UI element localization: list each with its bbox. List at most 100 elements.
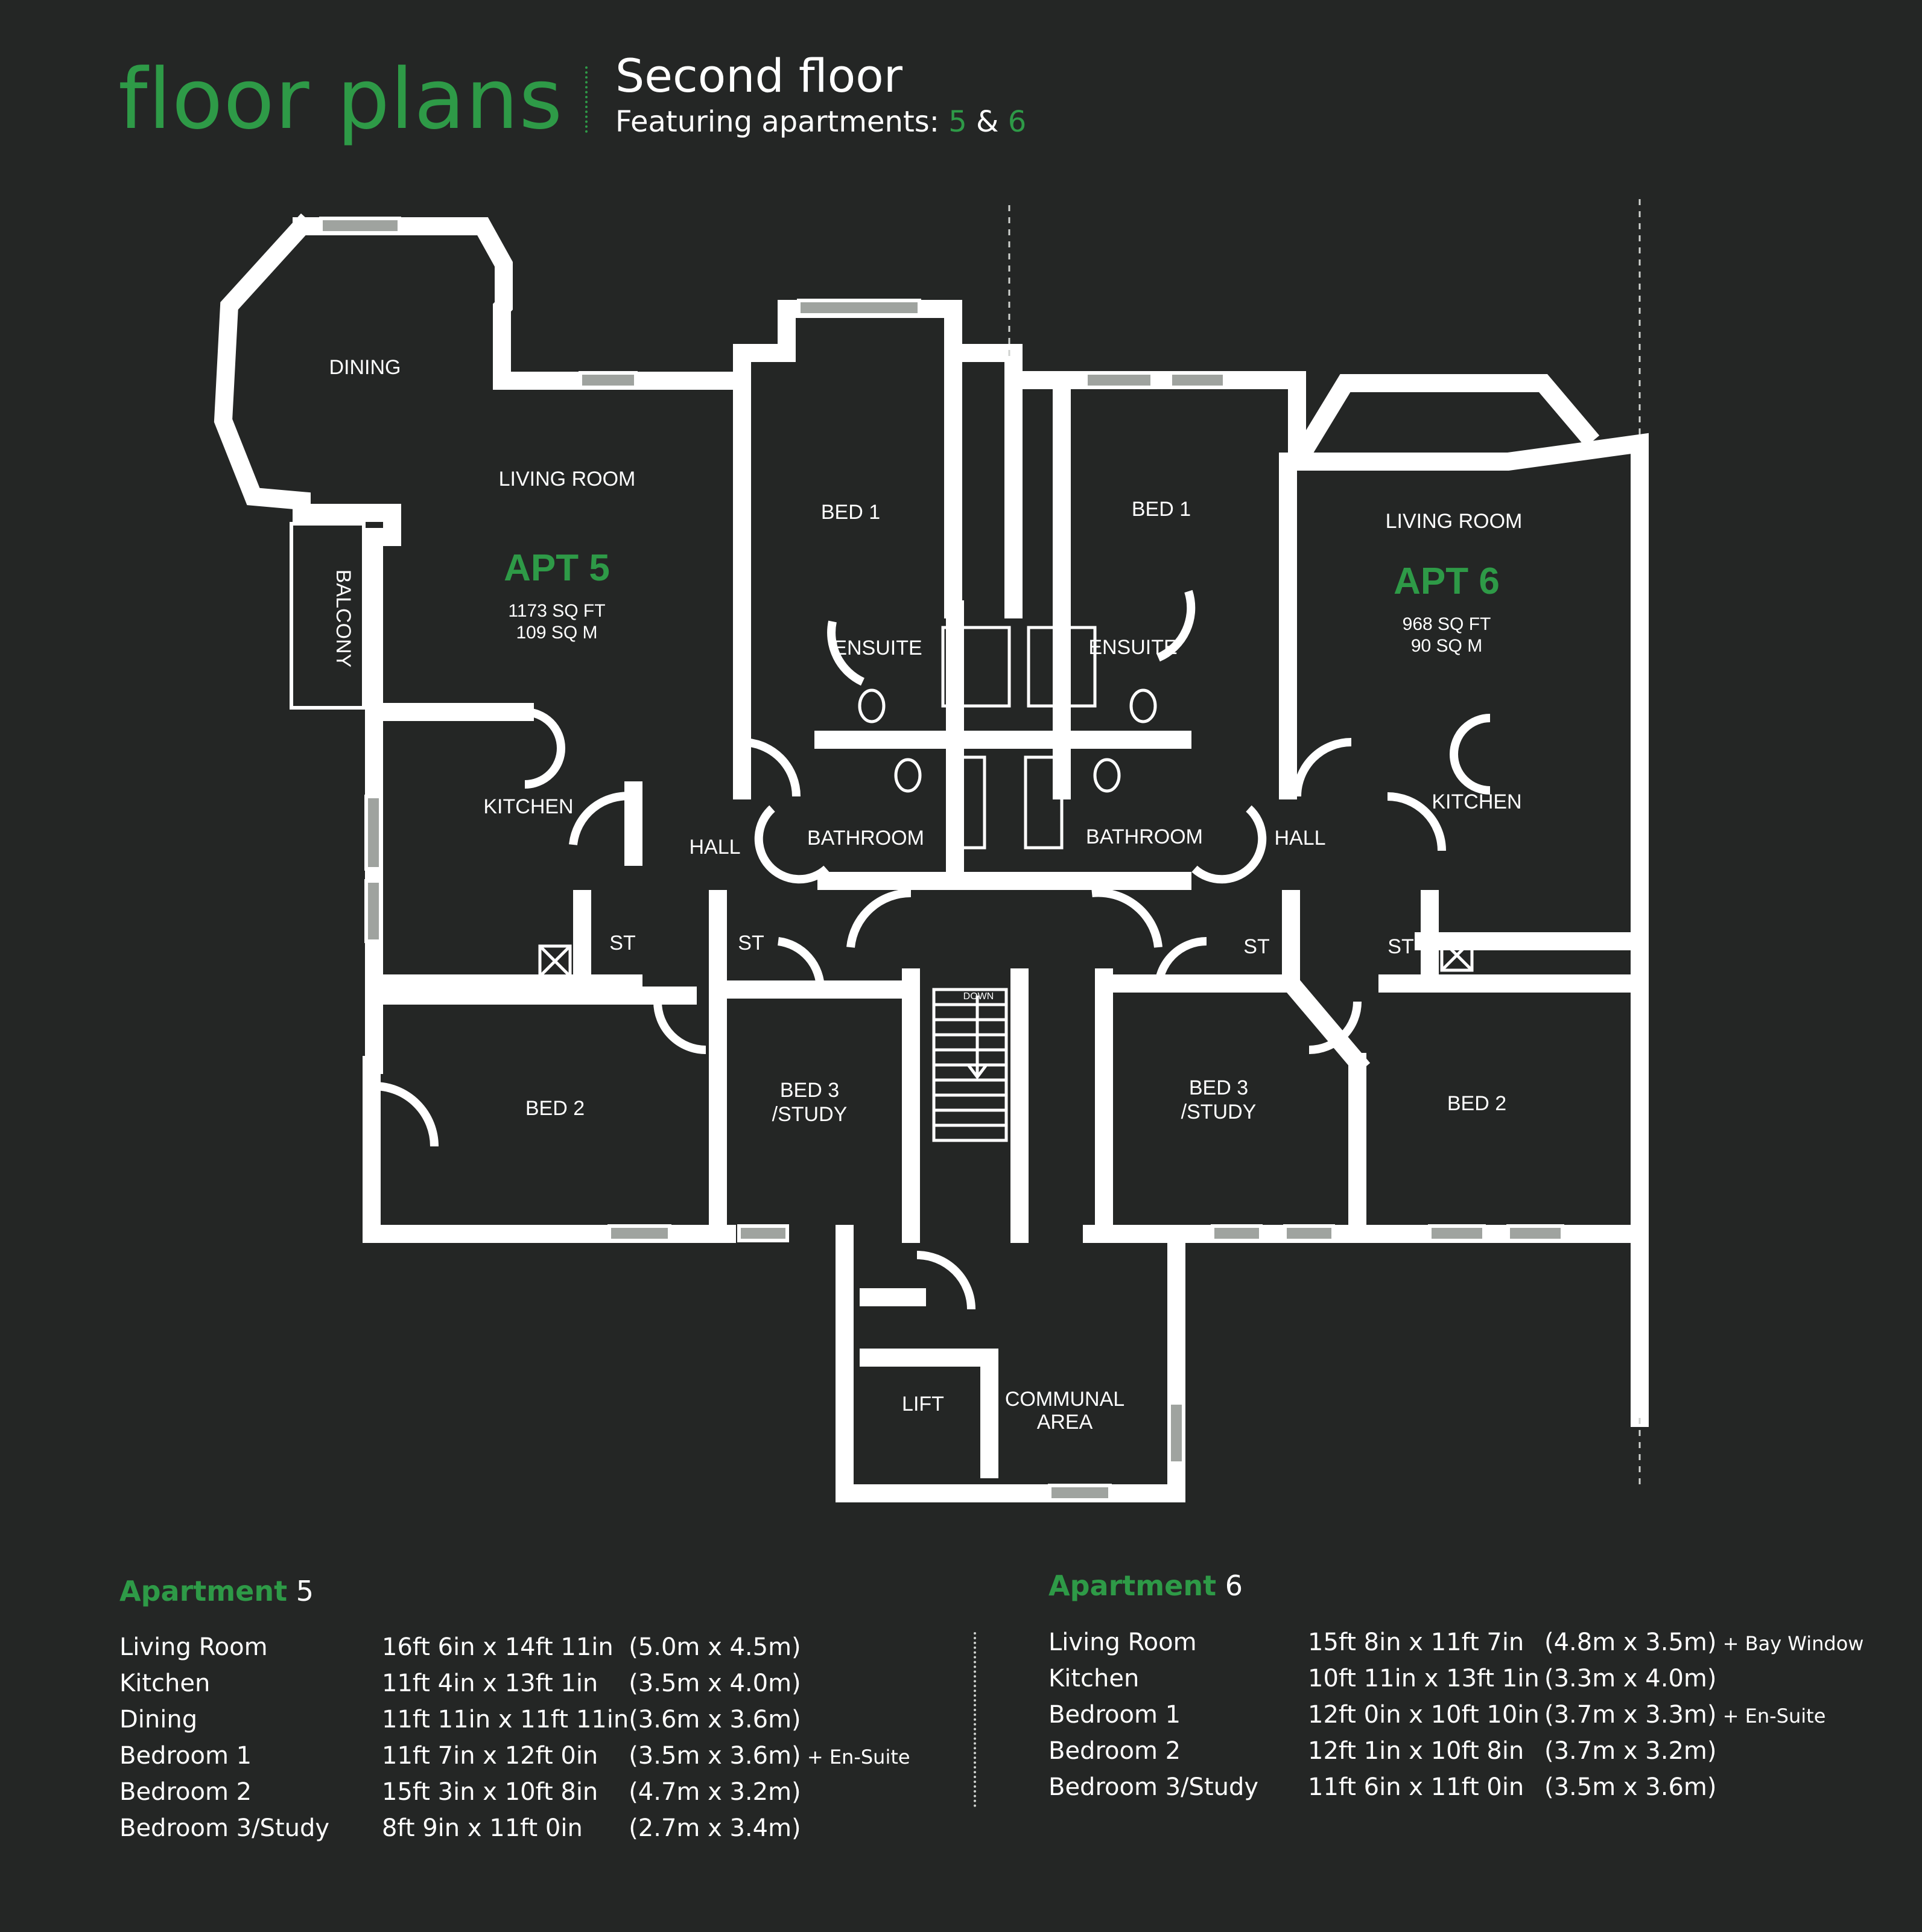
room-label-bed2-apt6: BED 2: [1447, 1092, 1506, 1115]
room-label-balcony: BALCONY: [332, 570, 355, 668]
spec-note: + Bay Window: [1716, 1632, 1864, 1655]
apt6-area-sqft: 968 SQ FT: [1403, 614, 1491, 634]
room-label-kitchen-apt5: KITCHEN: [483, 795, 573, 818]
communal-block-wall: [836, 1225, 1185, 1502]
spec-row: Bedroom 2 12ft 1in x 10ft 8in (3.7m x 3.2m…: [1048, 1733, 1863, 1769]
spec-metric: (3.7m x 3.2m): [1544, 1737, 1717, 1765]
apartment5-spec-table: Living Room 16ft 6in x 14ft 11in (5.0m x 4…: [119, 1629, 910, 1846]
door-swing: [1308, 1001, 1362, 1054]
spec-imperial: 12ft 1in x 10ft 8in: [1308, 1737, 1524, 1765]
room-label-kitchen-apt6: KITCHEN: [1432, 790, 1521, 813]
spec-metric: (3.5m x 4.0m): [629, 1670, 801, 1697]
apt5-area-sqft: 1173 SQ FT: [508, 601, 605, 621]
door-swing: [754, 805, 829, 884]
room-label-bed2-apt5: BED 2: [525, 1097, 585, 1120]
room-label-bed3-apt5-line1: BED 3: [780, 1079, 839, 1102]
spec-room-name: Bedroom 2: [1048, 1737, 1181, 1765]
window: [1084, 371, 1154, 389]
featuring-apt-b: 6: [1007, 105, 1027, 139]
room-labels: DINING LIVING ROOM BALCONY BED 1 ENSUITE…: [329, 356, 1523, 1434]
door-swing: [373, 1082, 439, 1147]
window: [1169, 371, 1226, 389]
door-swing: [1293, 738, 1352, 797]
apartment6-label: Apartment: [1048, 1569, 1217, 1602]
apartment-headings: APT 5 1173 SQ FT 109 SQ M APT 6 968 SQ F…: [504, 547, 1500, 656]
room-label-st-apt6b: ST: [1388, 935, 1413, 958]
window: [1283, 1224, 1335, 1242]
apartment5-label: Apartment: [119, 1575, 288, 1607]
spec-metric: (3.6m x 3.6m): [629, 1706, 801, 1733]
window: [1211, 1224, 1263, 1242]
room-label-living-room-apt5: LIVING ROOM: [499, 468, 636, 491]
window: [1048, 1484, 1112, 1502]
window: [364, 879, 382, 943]
spec-row: Kitchen 11ft 4in x 13ft 1in (3.5m x 4.0m): [119, 1665, 910, 1702]
apt6-area-sqm: 90 SQ M: [1411, 636, 1482, 656]
outer-wall-apt6: [1004, 371, 1649, 1243]
room-label-ensuite-apt6: ENSUITE: [1088, 636, 1177, 659]
room-label-ensuite-apt5: ENSUITE: [833, 637, 922, 659]
door-swing: [1191, 805, 1267, 884]
room-label-bed1-apt5: BED 1: [821, 501, 880, 524]
window: [319, 217, 401, 235]
dining-bay-wall: [214, 213, 401, 546]
window: [1167, 1401, 1185, 1465]
apartment5-title: Apartment 5: [119, 1577, 314, 1605]
room-label-communal-line2: AREA: [1037, 1411, 1093, 1434]
spec-room-name: Bedroom 1: [119, 1742, 252, 1770]
door-swing: [846, 888, 912, 948]
spec-imperial: 11ft 4in x 13ft 1in: [382, 1670, 598, 1697]
spec-imperial: 10ft 11in x 13ft 1in: [1308, 1665, 1540, 1692]
spec-imperial: 12ft 0in x 10ft 10in: [1308, 1701, 1540, 1729]
room-label-living-room-apt6: LIVING ROOM: [1386, 510, 1523, 533]
window: [364, 795, 382, 871]
spec-room-name: Bedroom 2: [119, 1778, 252, 1806]
room-label-bed1-apt6: BED 1: [1132, 498, 1191, 521]
spec-metric: (5.0m x 4.5m): [629, 1633, 801, 1661]
riser-cross: [1441, 939, 1473, 971]
featuring-amp: &: [976, 105, 999, 139]
spec-imperial: 16ft 6in x 14ft 11in: [382, 1633, 614, 1661]
page-title: floor plans: [118, 51, 563, 148]
spec-row: Living Room 16ft 6in x 14ft 11in (5.0m x 4…: [119, 1629, 910, 1665]
plan-walls: [214, 213, 1649, 1502]
window: [1428, 1224, 1486, 1242]
door-swing: [1387, 792, 1446, 851]
plan-windows: [319, 217, 1564, 1502]
spec-imperial: 11ft 7in x 12ft 0in: [382, 1742, 598, 1770]
apt5-area-sqm: 109 SQ M: [516, 623, 597, 643]
door-swing: [569, 792, 634, 845]
right-bay-frame: [1290, 374, 1600, 465]
room-label-st-apt6a: ST: [1243, 935, 1269, 958]
spec-imperial: 15ft 8in x 11ft 7in: [1308, 1629, 1524, 1656]
apartment5-number: 5: [296, 1575, 314, 1607]
floor-plan-diagram: DINING LIVING ROOM BALCONY BED 1 ENSUITE…: [214, 199, 1649, 1502]
spec-metric: (2.7m x 3.4m): [629, 1814, 801, 1842]
door-swing: [741, 738, 801, 797]
spec-imperial: 11ft 11in x 11ft 11in: [382, 1706, 629, 1733]
riser-cross: [539, 945, 571, 977]
window: [579, 371, 638, 389]
spec-room-name: Kitchen: [119, 1670, 211, 1697]
spec-room-name: Bedroom 1: [1048, 1701, 1181, 1729]
window: [607, 1224, 671, 1242]
spec-room-name: Living Room: [119, 1633, 268, 1661]
spec-room-name: Bedroom 3/Study: [119, 1814, 330, 1842]
spec-note: + En-Suite: [801, 1746, 910, 1768]
bath: [1024, 755, 1064, 850]
featuring-apt-a: 5: [948, 105, 967, 139]
stair-arrow-head: [967, 1064, 988, 1080]
door-swing: [524, 708, 565, 789]
spec-room-name: Kitchen: [1048, 1665, 1140, 1692]
featuring-label: Featuring apartments:: [615, 105, 939, 139]
room-label-bathroom-apt5: BATHROOM: [807, 827, 924, 850]
spec-room-name: Bedroom 3/Study: [1048, 1773, 1259, 1801]
stair-label-down: DOWN: [963, 991, 994, 1002]
floor-title: Second floor: [615, 49, 902, 103]
spec-metric: (3.3m x 4.0m): [1544, 1665, 1717, 1692]
door-swing: [777, 937, 825, 990]
